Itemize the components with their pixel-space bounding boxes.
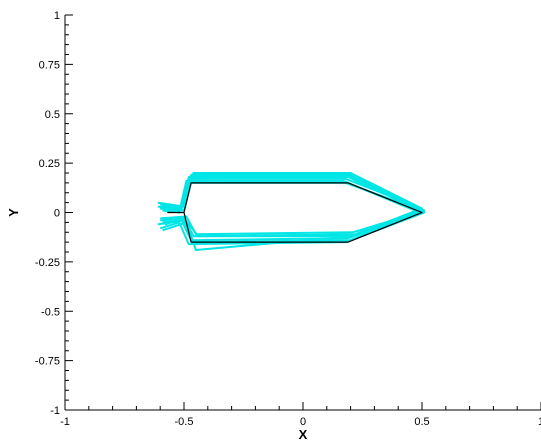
reference-outline: [167, 182, 423, 243]
x-tick-label: -1: [60, 416, 70, 428]
x-tick-label: -0.5: [175, 416, 194, 428]
y-tick-label: 1: [54, 10, 60, 22]
y-tick-label: 0.25: [39, 158, 60, 170]
x-tick-label: 1: [538, 416, 541, 428]
y-tick-label: -0.5: [41, 306, 60, 318]
labels-layer: -1 -0.5 0 0.5 1 -1 -0.75 -0.5 -0.25 0 0.25 0.5 0.75 1: [35, 10, 541, 428]
axes-layer: [64, 15, 541, 411]
y-tick-label: 0.5: [45, 109, 60, 121]
ticks-layer: [64, 14, 541, 411]
x-tick-label: 0.5: [414, 416, 429, 428]
y-tick-label: 0: [54, 208, 60, 220]
x-tick-label: 0: [300, 416, 306, 428]
y-tick-label: 0.75: [39, 59, 60, 71]
y-tick-label: -1: [50, 405, 60, 417]
y-axis-title: Y: [6, 208, 21, 217]
series-layer: [157, 172, 426, 251]
y-tick-label: -0.25: [35, 257, 60, 269]
ensemble-outline: [160, 174, 423, 251]
x-axis-title: X: [299, 427, 308, 442]
y-tick-label: -0.75: [35, 356, 60, 368]
